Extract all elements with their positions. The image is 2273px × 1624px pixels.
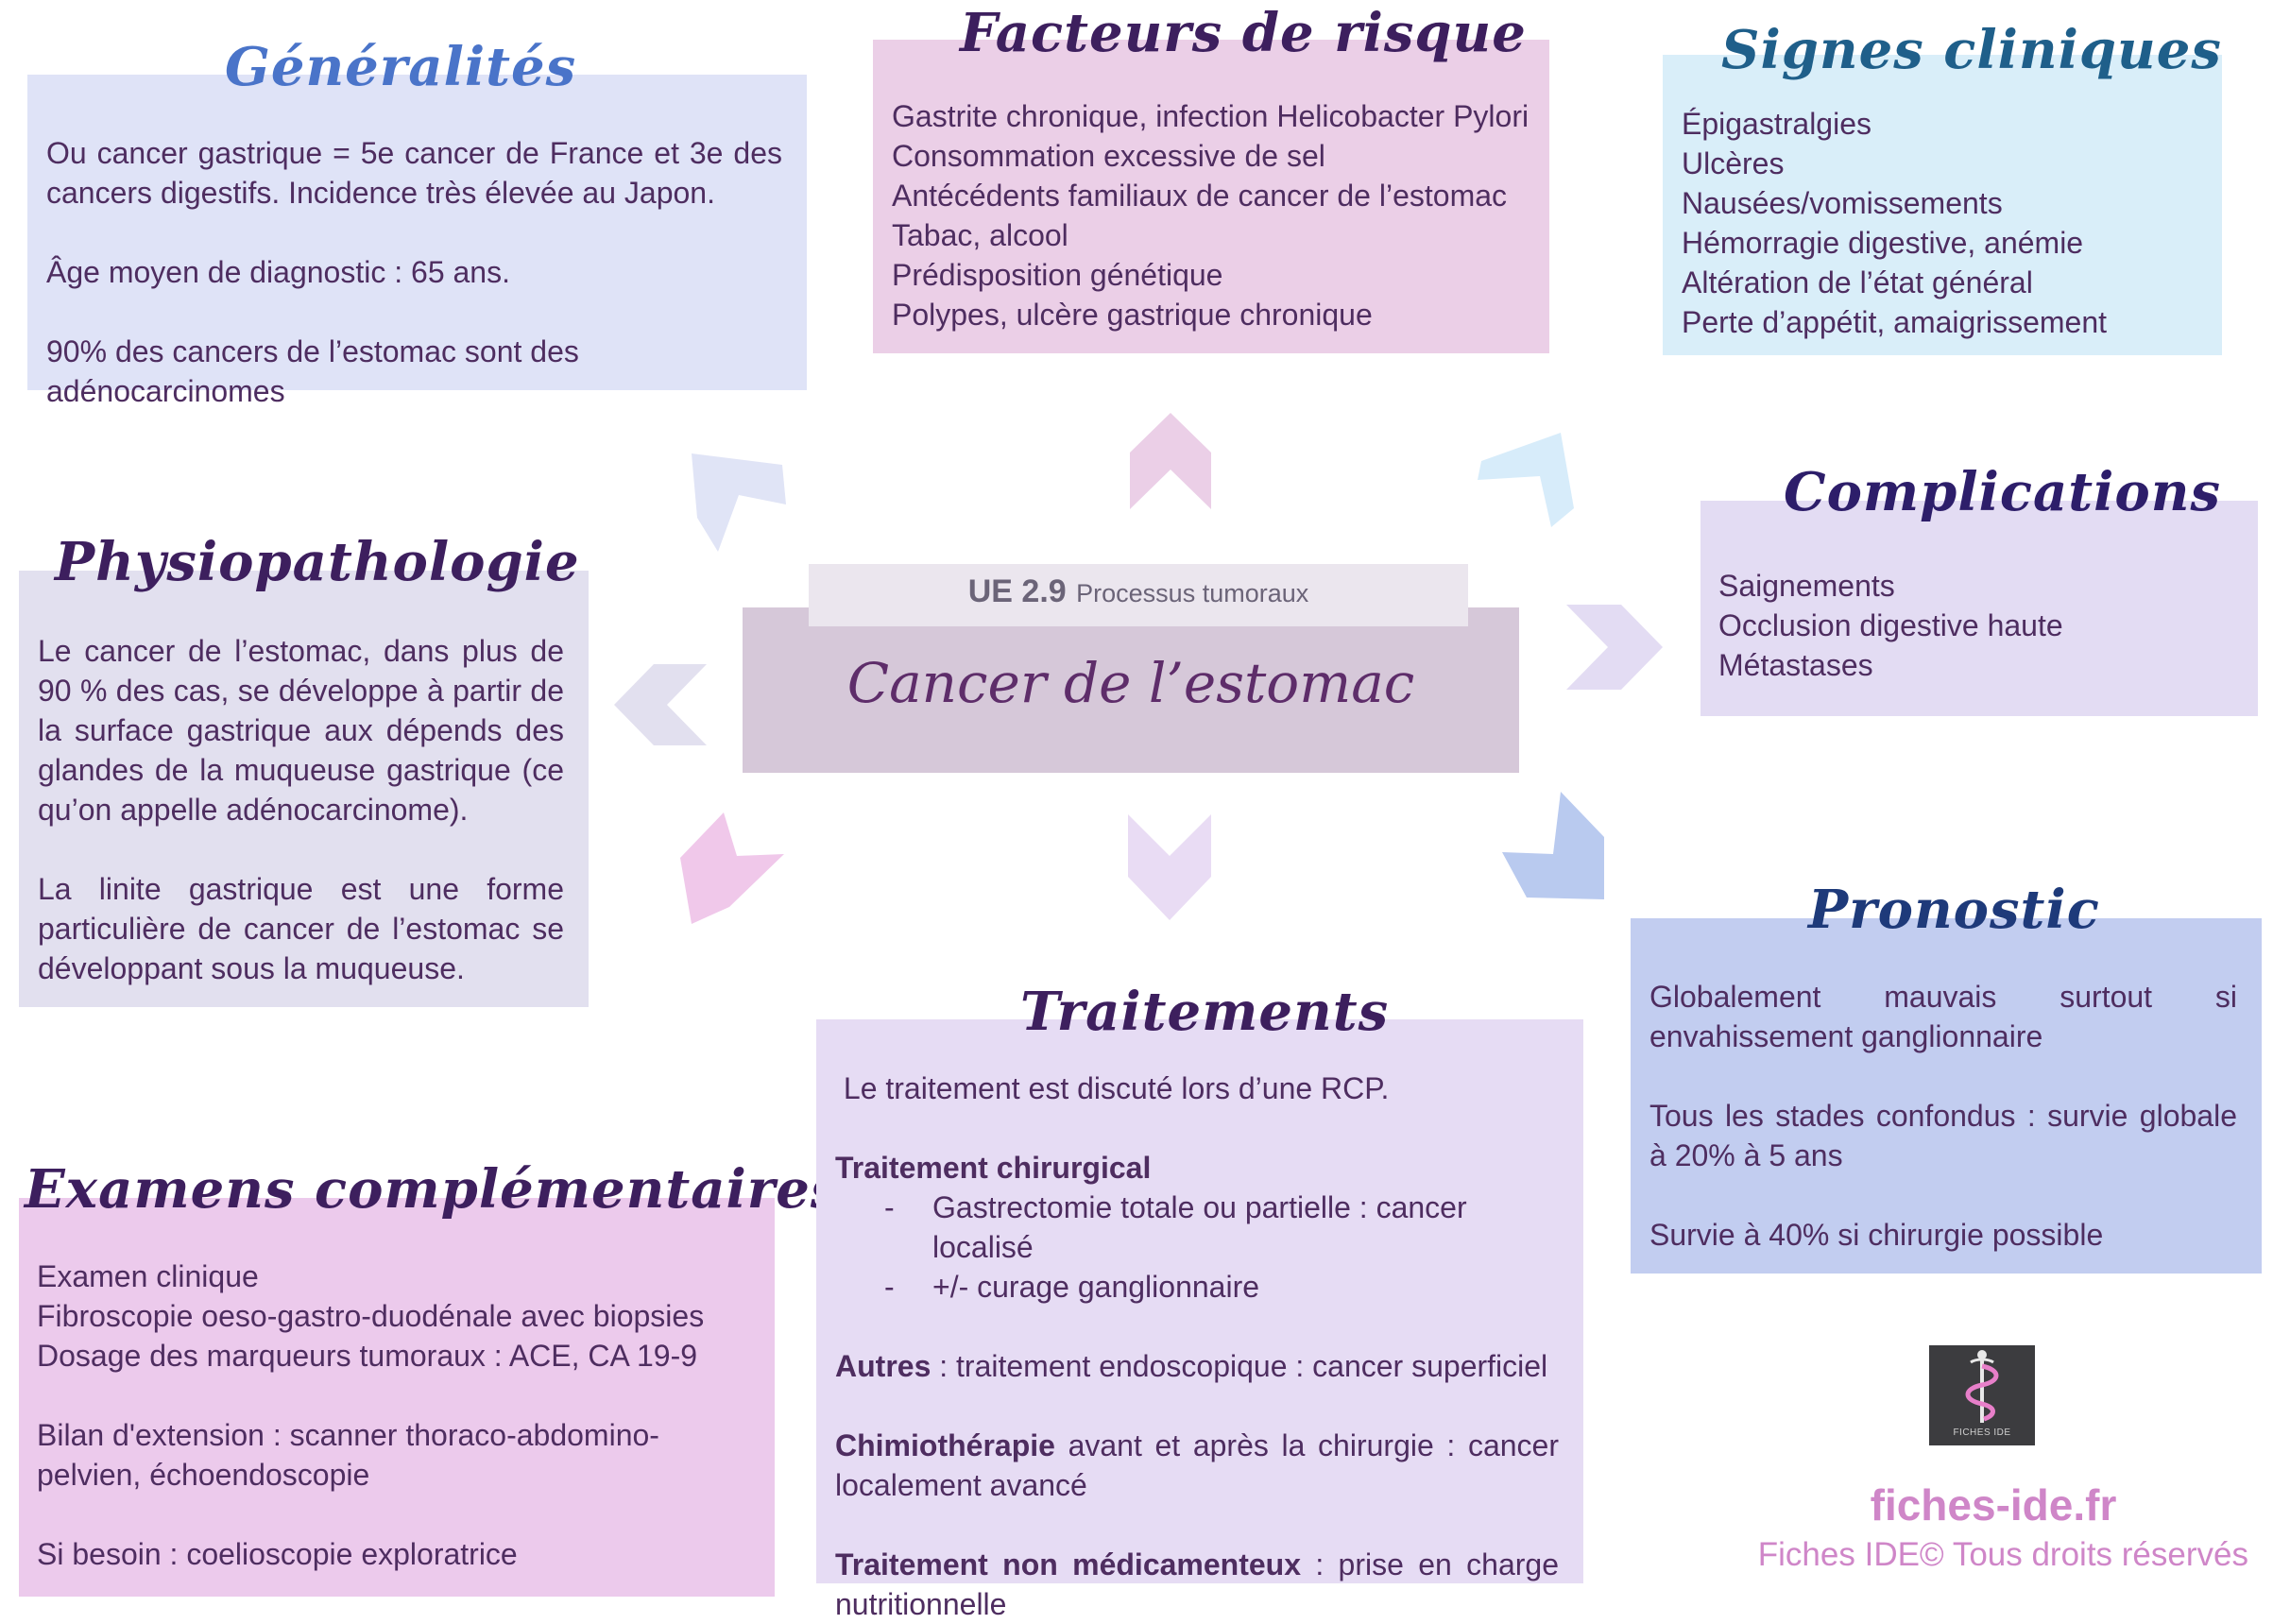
facteur-item-4: Tabac, alcool [892,218,1068,252]
traitement-chir-list: Gastrectomie totale ou partielle : cance… [835,1188,1559,1307]
generalites-box: Ou cancer gastrique = 5e cancer de Franc… [27,75,807,408]
fiches-ide-logo: FICHES IDE [1929,1345,2035,1445]
facteur-item-6: Polypes, ulcère gastrique chronique [892,298,1373,332]
logo-caption: FICHES IDE [1953,1427,2011,1438]
facteur-item-5: Prédisposition génétique [892,258,1223,292]
pronostic-box: Globalement mauvais surtout si envahisse… [1631,918,2262,1274]
generalites-title: Généralités [225,36,577,98]
pronostic-paragraph-1: Globalement mauvais surtout si envahisse… [1649,980,2237,1053]
traitements-title: Traitements [1020,981,1390,1043]
ue-code: UE 2.9 [967,573,1067,609]
arrow-right-icon [1566,605,1663,690]
traitement-nonmed-label: Traitement non médicamenteux [835,1547,1301,1581]
examen-item-2: Fibroscopie oeso-gastro-duodénale avec b… [37,1299,705,1333]
examen-besoin: Si besoin : coelioscopie exploratrice [37,1537,518,1571]
examens-box: Examen clinique Fibroscopie oeso-gastro-… [19,1198,775,1597]
arrow-up-icon [1130,413,1211,509]
arrow-left-icon [614,664,707,745]
traitement-nonmed: Traitement non médicamenteux : prise en … [835,1545,1559,1624]
main-title: Cancer de l’estomac [846,651,1415,715]
complication-item-3: Métastases [1718,648,1873,682]
traitement-autres-text: : traitement endoscopique : cancer super… [931,1349,1548,1383]
complication-item-1: Saignements [1718,569,1895,603]
traitement-chimio-label: Chimiothérapie [835,1428,1055,1462]
examen-item-1: Examen clinique [37,1259,259,1293]
arrow-down-right-icon [1502,792,1604,899]
center-title-box: Cancer de l’estomac [743,607,1519,773]
traitement-chir-heading: Traitement chirurgical [835,1148,1559,1188]
complications-title: Complications [1784,461,2221,523]
facteur-item-3: Antécédents familiaux de cancer de l’est… [892,179,1508,213]
traitement-chimio: Chimiothérapie avant et après la chirurg… [835,1426,1559,1505]
physio-paragraph-2: La linite gastrique est une forme partic… [38,872,564,985]
physio-box: Le cancer de l’estomac, dans plus de 90 … [19,571,589,1007]
pronostic-title: Pronostic [1808,879,2100,941]
generalites-line-2: Âge moyen de diagnostic : 65 ans. [46,255,510,289]
pronostic-paragraph-2: Tous les stades confondus : survie globa… [1649,1099,2237,1172]
complication-item-2: Occlusion digestive haute [1718,608,2063,642]
traitement-autres: Autres : traitement endoscopique : cance… [835,1346,1559,1386]
signe-item-5: Altération de l’état général [1682,265,2033,299]
signe-item-3: Nausées/vomissements [1682,186,2003,220]
signe-item-4: Hémorragie digestive, anémie [1682,226,2084,260]
caduceus-icon [1965,1350,1999,1423]
arrow-up-left-icon [692,453,786,552]
examens-title: Examens complémentaires [25,1158,842,1221]
traitement-chir-item-1: Gastrectomie totale ou partielle : cance… [835,1188,1559,1267]
facteur-item-1: Gastrite chronique, infection Helicobact… [892,99,1530,133]
examen-item-3: Dosage des marqueurs tumoraux : ACE, CA … [37,1339,698,1373]
physio-title: Physiopathologie [55,531,580,593]
signe-item-6: Perte d’appétit, amaigrissement [1682,305,2107,339]
signe-item-2: Ulcères [1682,146,1785,180]
signes-title: Signes cliniques [1721,19,2222,81]
complications-box: Saignements Occlusion digestive haute Mé… [1700,501,2258,716]
arrow-down-left-icon [680,812,784,924]
facteurs-box: Gastrite chronique, infection Helicobact… [873,40,1549,353]
examen-bilan: Bilan d'extension : scanner thoraco-abdo… [37,1418,659,1492]
arrow-up-right-icon [1478,433,1574,527]
traitement-chimio-text: avant et après la chirurgie : cancer loc… [835,1428,1559,1502]
generalites-line-3: 90% des cancers de l’estomac sont des ad… [46,334,579,408]
physio-paragraph-1: Le cancer de l’estomac, dans plus de 90 … [38,634,564,827]
facteur-item-2: Consommation excessive de sel [892,139,1325,173]
traitements-box: Le traitement est discuté lors d’une RCP… [816,1019,1583,1621]
ue-banner: UE 2.9 Processus tumoraux [809,564,1468,626]
facteurs-title: Facteurs de risque [960,2,1527,64]
arrow-down-icon [1128,814,1211,920]
traitement-chir-item-2: +/- curage ganglionnaire [835,1267,1559,1307]
site-link[interactable]: fiches-ide.fr [1870,1480,2117,1530]
copyright-text: Fiches IDE© Tous droits réservés [1757,1536,2248,1573]
signes-box: Épigastralgies Ulcères Nausées/vomisseme… [1663,55,2222,355]
signe-item-1: Épigastralgies [1682,107,1871,141]
ue-label: Processus tumoraux [1076,579,1309,607]
generalites-line-1: Ou cancer gastrique = 5e cancer de Franc… [46,136,782,210]
traitement-intro: Le traitement est discuté lors d’une RCP… [835,1071,1390,1105]
traitement-chir-label: Traitement chirurgical [835,1151,1152,1185]
traitement-autres-label: Autres [835,1349,931,1383]
pronostic-paragraph-3: Survie à 40% si chirurgie possible [1649,1218,2104,1252]
